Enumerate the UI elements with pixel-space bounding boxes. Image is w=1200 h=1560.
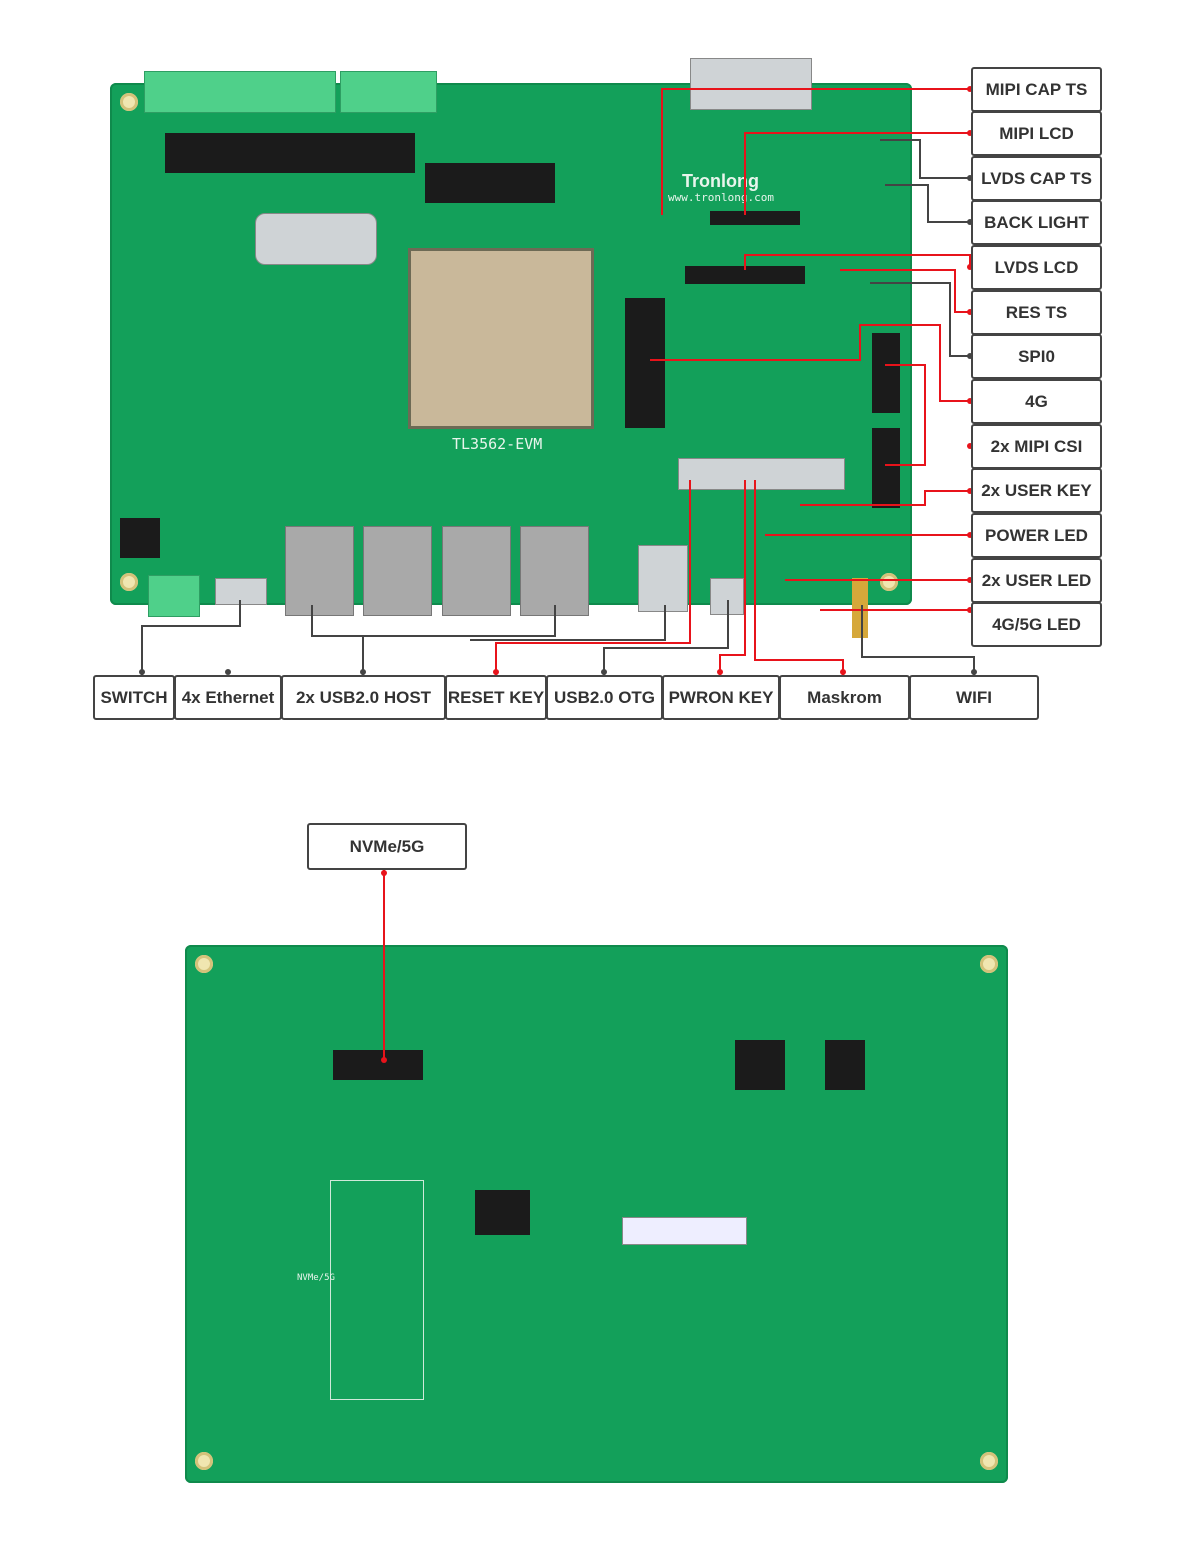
mount-hole — [195, 1452, 213, 1470]
label-mipi-csi: 2x MIPI CSI — [971, 424, 1102, 469]
bottom-board-photo: NVMe/5G — [185, 945, 1008, 1483]
website-text: www.tronlong.com — [668, 191, 774, 204]
ethernet-jack — [442, 526, 511, 616]
label-back-light: BACK LIGHT — [971, 200, 1102, 245]
terminal-block — [144, 71, 336, 113]
label-power-led: POWER LED — [971, 513, 1102, 558]
serial-port — [690, 58, 812, 110]
red-callout-lines — [383, 88, 971, 1060]
red-dots — [381, 86, 973, 1063]
battery-holder — [255, 213, 377, 265]
ic-chip — [735, 1040, 785, 1090]
mount-hole — [980, 1452, 998, 1470]
label-lvds-lcd: LVDS LCD — [971, 245, 1102, 290]
top-board-photo: TL3562-EVM Tronlong www.tronlong.com — [110, 58, 912, 638]
gray-dots — [139, 175, 977, 675]
gray-callout-lines — [141, 139, 975, 675]
terminal-block — [340, 71, 437, 113]
label-mipi-lcd: MIPI LCD — [971, 111, 1102, 156]
label-user-led: 2x USER LED — [971, 558, 1102, 603]
label-lvds-cap-ts: LVDS CAP TS — [971, 156, 1102, 201]
mount-hole — [120, 573, 138, 591]
label-ethernet: 4x Ethernet — [174, 675, 282, 720]
mount-hole — [120, 93, 138, 111]
switch — [215, 578, 267, 605]
nvme-5g-slot — [333, 1050, 423, 1080]
label-spi0: SPI0 — [971, 334, 1102, 379]
mount-hole — [980, 955, 998, 973]
m2-standoff-area — [330, 1180, 424, 1400]
label-nvme-5g: NVMe/5G — [307, 823, 467, 870]
label-mipi-cap-ts: MIPI CAP TS — [971, 67, 1102, 112]
lvds-connector — [685, 266, 805, 284]
power-terminal — [148, 575, 200, 617]
label-pwron-key: PWRON KEY — [662, 675, 780, 720]
wifi-antenna-connector — [852, 578, 868, 638]
label-usb-otg: USB2.0 OTG — [546, 675, 663, 720]
ethernet-jack — [363, 526, 432, 616]
mipi-csi-connector — [872, 333, 900, 413]
label-4g: 4G — [971, 379, 1102, 424]
soc-module — [408, 248, 594, 429]
header-connectors — [165, 133, 415, 173]
ethernet-jack — [520, 526, 589, 616]
jtag-header — [425, 163, 555, 203]
brand-text: Tronlong — [682, 171, 759, 191]
dc-jack — [120, 518, 160, 558]
m2-slot — [625, 298, 665, 428]
nvme-silkscreen: NVMe/5G — [297, 1273, 335, 1283]
label-4g5g-led: 4G/5G LED — [971, 602, 1102, 647]
ic-chip — [475, 1190, 530, 1235]
mipi-lcd-connector — [710, 211, 800, 225]
label-reset-key: RESET KEY — [445, 675, 547, 720]
ethernet-jack — [285, 526, 354, 616]
label-usb-host: 2x USB2.0 HOST — [281, 675, 446, 720]
ic-chip — [825, 1040, 865, 1090]
label-switch: SWITCH — [93, 675, 175, 720]
mipi-csi-connector — [872, 428, 900, 508]
mount-hole — [195, 955, 213, 973]
label-res-ts: RES TS — [971, 290, 1102, 335]
white-label — [622, 1217, 747, 1245]
user-keys — [678, 458, 845, 490]
usb-host-port — [638, 545, 688, 612]
mount-hole — [880, 573, 898, 591]
board-model-text: TL3562-EVM — [452, 435, 543, 453]
label-maskrom: Maskrom — [779, 675, 910, 720]
label-user-key: 2x USER KEY — [971, 468, 1102, 513]
label-wifi: WIFI — [909, 675, 1039, 720]
